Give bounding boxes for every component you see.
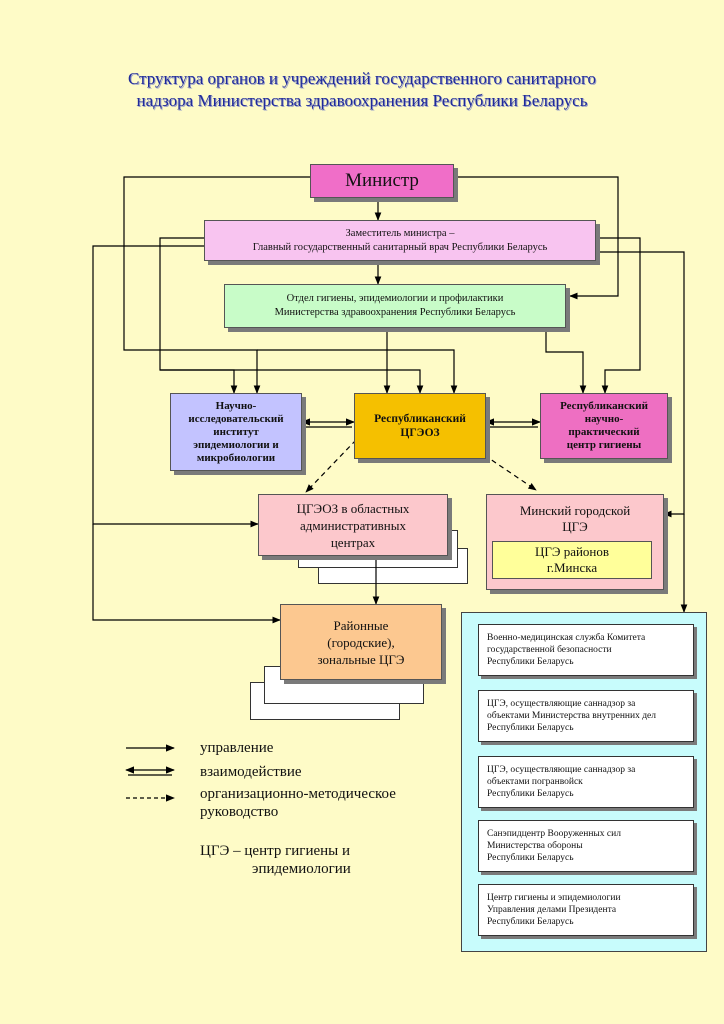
departmental-item-4-line-1: Санэпидцентр Вооруженных сил	[487, 829, 621, 839]
research-line-1: Научно-	[215, 399, 257, 412]
minsk-districts-box: ЦГЭ районов г.Минска	[492, 541, 652, 579]
hygiene-line-4: центр гигиены	[566, 439, 642, 451]
republican-line-1: Республиканский	[374, 413, 466, 425]
departmental-item-3-line-3: Республики Беларусь	[487, 789, 574, 799]
departmental-item-2-line-3: Республики Беларусь	[487, 723, 574, 733]
district-line-1: Районные	[333, 617, 389, 633]
title-line-2: надзора Министерства здравоохранения Рес…	[136, 91, 588, 110]
research-institute-box: Научно- исследовательский институт эпиде…	[170, 393, 302, 471]
page-title: Структура органов и учреждений государст…	[40, 68, 684, 112]
departmental-item-5-line-2: Управления делами Президента	[487, 905, 617, 915]
regional-line-1: ЦГЭОЗ в областных	[296, 500, 410, 516]
link-deputy-minsk	[596, 251, 685, 518]
departmental-item-5-line-1: Центр гигиены и эпидемиологии	[487, 893, 621, 903]
title-line-1: Структура органов и учреждений государст…	[127, 69, 597, 88]
hygiene-line-1: Республиканский	[560, 400, 648, 412]
deputy-line-2: Главный государственный санитарный врач …	[252, 241, 548, 253]
departmental-item-2-line-1: ЦГЭ, осуществляющие саннадзор за	[487, 699, 636, 709]
departmental-item-kgb: Военно-медицинская служба Комитета госуд…	[478, 624, 694, 676]
departmental-item-4-line-3: Республики Беларусь	[487, 853, 574, 863]
departmental-item-4-line-2: Министерства обороны	[487, 841, 583, 851]
minister-box: Министр	[310, 164, 454, 198]
research-line-4: эпидемиологии и	[193, 438, 279, 451]
legend-management-label: управление	[200, 740, 274, 756]
departmental-item-3-line-1: ЦГЭ, осуществляющие саннадзор за	[487, 765, 636, 775]
departmental-item-1-line-2: государственной безопасности	[487, 645, 612, 655]
link-department-hygiene	[545, 328, 587, 394]
link-minister-republican	[257, 349, 458, 394]
link-deputy-hygiene	[596, 237, 641, 394]
department-box: Отдел гигиены, эпидемиологии и профилакт…	[224, 284, 566, 328]
minsk-districts-line-2: г.Минска	[546, 560, 598, 575]
minsk-city-line-1: Минский городской	[519, 503, 631, 518]
department-line-1: Отдел гигиены, эпидемиологии и профилакт…	[286, 293, 504, 304]
regional-line-2: административных	[300, 517, 406, 533]
research-line-2: исследовательский	[188, 412, 284, 425]
departmental-item-1-line-3: Республики Беларусь	[487, 657, 574, 667]
legend-abbreviation-line-1: ЦГЭ – центр гигиены и	[200, 843, 351, 859]
research-line-5: микробиологии	[196, 451, 276, 464]
departmental-item-army: Санэпидцентр Вооруженных сил Министерств…	[478, 820, 694, 872]
district-centers-box: Районные (городские), зональные ЦГЭ	[280, 604, 442, 680]
departmental-item-mvd: ЦГЭ, осуществляющие саннадзор за объекта…	[478, 690, 694, 742]
departmental-item-2-line-2: объектами Министерства внутренних дел	[487, 711, 656, 721]
regional-line-3: центрах	[330, 534, 376, 550]
link-minister-research	[123, 176, 310, 394]
legend-interaction-label: взаимодействие	[200, 764, 302, 780]
district-line-3: зональные ЦГЭ	[317, 651, 405, 667]
hygiene-center-box: Республиканский научно- практический цен…	[540, 393, 668, 459]
legend-methodical-line-2: руководство	[200, 804, 279, 820]
minsk-city-line-2: ЦГЭ	[562, 519, 588, 534]
legend-methodical-label: организационно-методическое руководство	[200, 785, 396, 821]
research-line-3: институт	[213, 425, 259, 438]
link-deputy-regional	[92, 245, 259, 528]
departmental-item-president: Центр гигиены и эпидемиологии Управления…	[478, 884, 694, 936]
legend-abbreviation-line-2: эпидемиологии	[252, 861, 351, 877]
department-line-2: Министерства здравоохранения Республики …	[274, 307, 516, 318]
hygiene-line-3: практический	[568, 426, 640, 438]
departmental-item-1-line-1: Военно-медицинская служба Комитета	[487, 633, 646, 643]
republican-center-box: Республиканский ЦГЭОЗ	[354, 393, 486, 459]
deputy-line-1: Заместитель министра –	[345, 227, 455, 239]
regional-centers-box: ЦГЭОЗ в областных административных центр…	[258, 494, 448, 556]
link-minister-department	[454, 176, 619, 300]
link-deputy-district	[92, 524, 281, 624]
district-line-2: (городские),	[327, 634, 395, 650]
legend-abbreviation: ЦГЭ – центр гигиены и эпидемиологии	[200, 842, 351, 878]
hygiene-line-2: научно-	[584, 413, 624, 425]
minister-label: Министр	[345, 170, 419, 191]
departmental-item-5-line-3: Республики Беларусь	[487, 917, 574, 927]
departmental-item-3-line-2: объектами погранвойск	[487, 777, 583, 787]
link-deputy-republican	[160, 369, 424, 394]
link-republican-regional-dashed	[305, 439, 357, 493]
deputy-box: Заместитель министра – Главный государст…	[204, 220, 596, 261]
departmental-item-border: ЦГЭ, осуществляющие саннадзор за объекта…	[478, 756, 694, 808]
minsk-districts-line-1: ЦГЭ районов	[534, 544, 610, 559]
link-republican-minsk-dashed	[461, 439, 537, 491]
republican-line-2: ЦГЭОЗ	[400, 427, 440, 439]
legend-methodical-line-1: организационно-методическое	[200, 786, 396, 802]
